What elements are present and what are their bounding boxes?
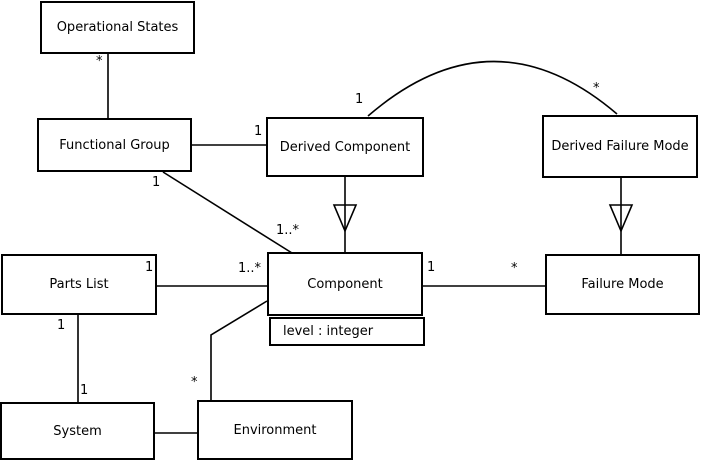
class-name: Environment xyxy=(233,422,317,438)
class-component[interactable]: Component xyxy=(267,252,423,316)
multiplicity-label: 1 xyxy=(145,260,154,275)
class-name: Failure Mode xyxy=(581,277,664,292)
class-operational-states[interactable]: Operational States xyxy=(40,1,195,54)
class-system[interactable]: System xyxy=(0,402,155,460)
class-name: Operational States xyxy=(56,20,179,35)
association-derived-component-derived-failure-mode xyxy=(367,60,618,117)
multiplicity-label: * xyxy=(511,261,518,276)
class-name: Functional Group xyxy=(59,137,170,153)
class-name: Component xyxy=(307,276,383,292)
association-environment-component xyxy=(210,300,268,400)
generalization-triangle-icon xyxy=(332,204,358,234)
class-functional-group[interactable]: Functional Group xyxy=(37,118,192,172)
class-environment[interactable]: Environment xyxy=(197,400,353,460)
multiplicity-label: 1 xyxy=(427,260,436,275)
attribute-text: level : integer xyxy=(283,324,374,339)
class-parts-list[interactable]: Parts List xyxy=(1,254,157,315)
multiplicity-label: 1..* xyxy=(276,223,300,238)
multiplicity-label: 1 xyxy=(57,318,66,333)
generalization-triangle-icon xyxy=(608,204,634,234)
multiplicity-label: * xyxy=(191,375,198,390)
multiplicity-label: 1 xyxy=(254,124,263,139)
multiplicity-label: * xyxy=(96,54,103,69)
class-component-attributes[interactable]: level : integer xyxy=(269,317,425,346)
multiplicity-label: 1 xyxy=(152,175,161,190)
multiplicity-label: * xyxy=(593,81,600,96)
class-name: Derived Component xyxy=(279,139,411,155)
multiplicity-label: 1..* xyxy=(238,261,262,276)
class-failure-mode[interactable]: Failure Mode xyxy=(545,254,700,315)
class-name: Derived Failure Mode xyxy=(551,139,689,154)
multiplicity-label: 1 xyxy=(80,383,89,398)
association-functional-group-component xyxy=(162,171,293,254)
multiplicity-label: 1 xyxy=(355,92,364,107)
class-derived-component[interactable]: Derived Component xyxy=(266,117,424,177)
class-name: System xyxy=(53,423,102,439)
class-derived-failure-mode[interactable]: Derived Failure Mode xyxy=(542,115,698,178)
class-name: Parts List xyxy=(49,277,109,292)
